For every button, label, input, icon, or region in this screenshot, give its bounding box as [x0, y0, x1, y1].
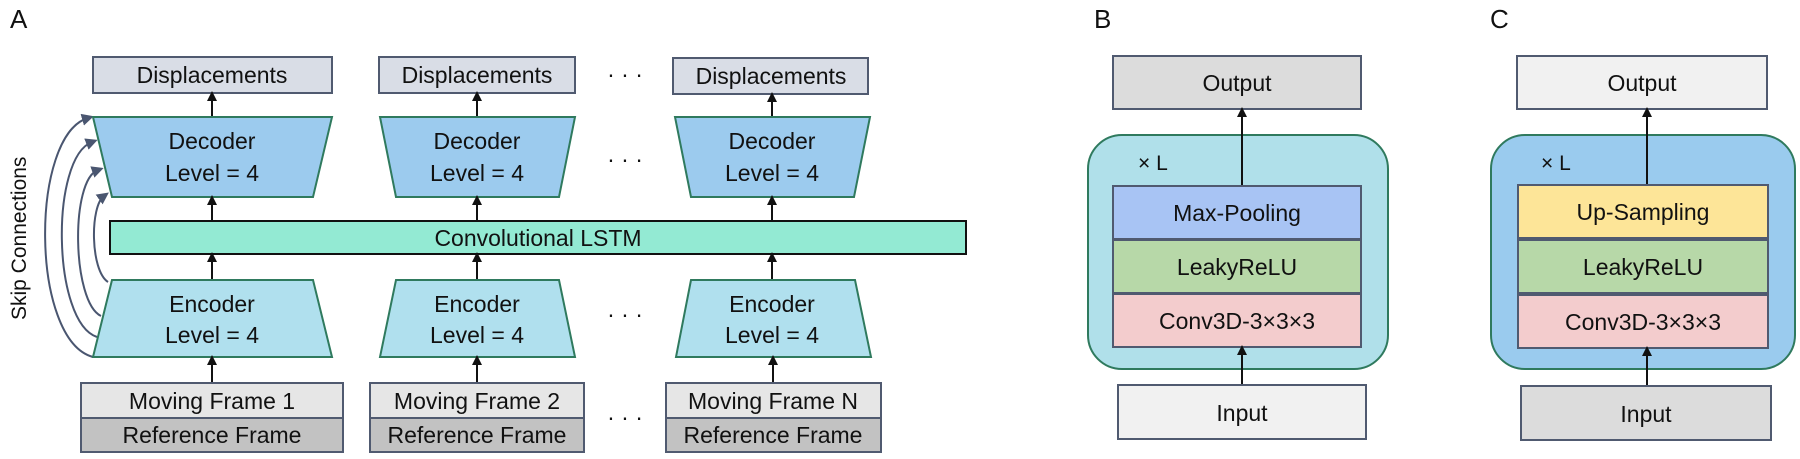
conv3d-label: Conv3D-3×3×3	[1565, 309, 1721, 335]
decoder-level: Level = 4	[725, 160, 819, 186]
skip-connections-label: Skip Connections	[8, 157, 31, 320]
skip-connection-arrows	[44, 113, 109, 358]
displacements-label: Displacements	[137, 62, 288, 88]
decoder-label: Decoder	[434, 128, 521, 154]
decoder-level: Level = 4	[430, 160, 524, 186]
panel-b: B Output × L Max-Pooling LeakyReLU Conv3…	[1087, 4, 1389, 440]
panel-a: A Skip Connections Convolutional LSTM Di…	[8, 4, 967, 453]
input-label: Input	[1620, 401, 1672, 427]
decoder-block	[673, 116, 872, 198]
encoder-label: Encoder	[169, 291, 255, 317]
decoder-level: Level = 4	[165, 160, 259, 186]
leaky-relu-layer	[1112, 239, 1362, 294]
encoder-block	[91, 279, 334, 358]
encoder-label: Encoder	[729, 291, 815, 317]
decoder-label: Decoder	[169, 128, 256, 154]
ellipsis-decoder: · · ·	[607, 146, 643, 172]
decoder-block	[91, 116, 334, 198]
input-box	[1520, 385, 1772, 441]
input-box	[1117, 384, 1367, 440]
decoder-label: Decoder	[729, 128, 816, 154]
moving-frame-label: Moving Frame 1	[129, 388, 295, 414]
displacements-box	[378, 56, 576, 94]
reference-frame-label: Reference Frame	[388, 422, 567, 448]
moving-frame-label: Moving Frame N	[688, 388, 858, 414]
up-sampling-layer	[1517, 184, 1769, 239]
column-2: Displacements Decoder Level = 4 Encoder …	[369, 56, 585, 453]
output-box	[1516, 55, 1768, 110]
conv-lstm-label: Convolutional LSTM	[434, 225, 641, 251]
leaky-relu-layer	[1517, 239, 1769, 294]
input-label: Input	[1216, 400, 1268, 426]
reference-frame-label: Reference Frame	[684, 422, 863, 448]
conv-lstm-bar	[109, 220, 967, 255]
reference-frame-box	[665, 417, 882, 453]
ellipsis-frames: · · ·	[607, 404, 643, 430]
displacements-box	[92, 56, 333, 94]
moving-frame-label: Moving Frame 2	[394, 388, 560, 414]
conv3d-label: Conv3D-3×3×3	[1159, 308, 1315, 334]
displacements-label: Displacements	[696, 63, 847, 89]
skip-arrow-4	[92, 192, 109, 283]
reference-frame-box	[369, 417, 585, 453]
encoder-label: Encoder	[434, 291, 520, 317]
panel-c: C Output × L Up-Sampling LeakyReLU Conv3…	[1490, 4, 1796, 441]
panel-label-c: C	[1490, 4, 1509, 34]
decoder-block	[378, 116, 577, 198]
ellipsis-encoder: · · ·	[607, 301, 643, 327]
conv3d-layer	[1112, 293, 1362, 348]
reference-frame-label: Reference Frame	[123, 422, 302, 448]
ellipsis-displacements: · · ·	[607, 61, 643, 87]
output-box	[1112, 55, 1362, 110]
encoder-level: Level = 4	[725, 322, 819, 348]
output-label: Output	[1202, 70, 1272, 96]
skip-arrow-2	[60, 138, 98, 338]
encoder-level: Level = 4	[430, 322, 524, 348]
repeat-label: × L	[1138, 152, 1168, 175]
column-1: Displacements Decoder Level = 4 Encoder …	[80, 56, 344, 453]
encoder-level: Level = 4	[165, 322, 259, 348]
up-sampling-label: Up-Sampling	[1577, 199, 1710, 225]
max-pooling-label: Max-Pooling	[1173, 200, 1301, 226]
displacements-label: Displacements	[402, 62, 553, 88]
encoder-block	[674, 279, 873, 358]
skip-arrow-3	[77, 166, 104, 317]
leaky-relu-label: LeakyReLU	[1583, 254, 1703, 280]
leaky-relu-label: LeakyReLU	[1177, 254, 1297, 280]
moving-frame-box	[80, 382, 344, 419]
moving-frame-box	[665, 382, 882, 419]
column-n: Displacements Decoder Level = 4 Encoder …	[665, 57, 882, 453]
skip-arrow-1	[44, 113, 94, 358]
panel-label-a: A	[10, 4, 28, 34]
moving-frame-box	[369, 382, 585, 419]
reference-frame-box	[80, 417, 344, 453]
panel-label-b: B	[1094, 4, 1111, 34]
conv3d-layer	[1517, 294, 1769, 349]
encoder-block	[378, 279, 577, 358]
repeat-label: × L	[1541, 152, 1571, 175]
output-label: Output	[1607, 70, 1677, 96]
